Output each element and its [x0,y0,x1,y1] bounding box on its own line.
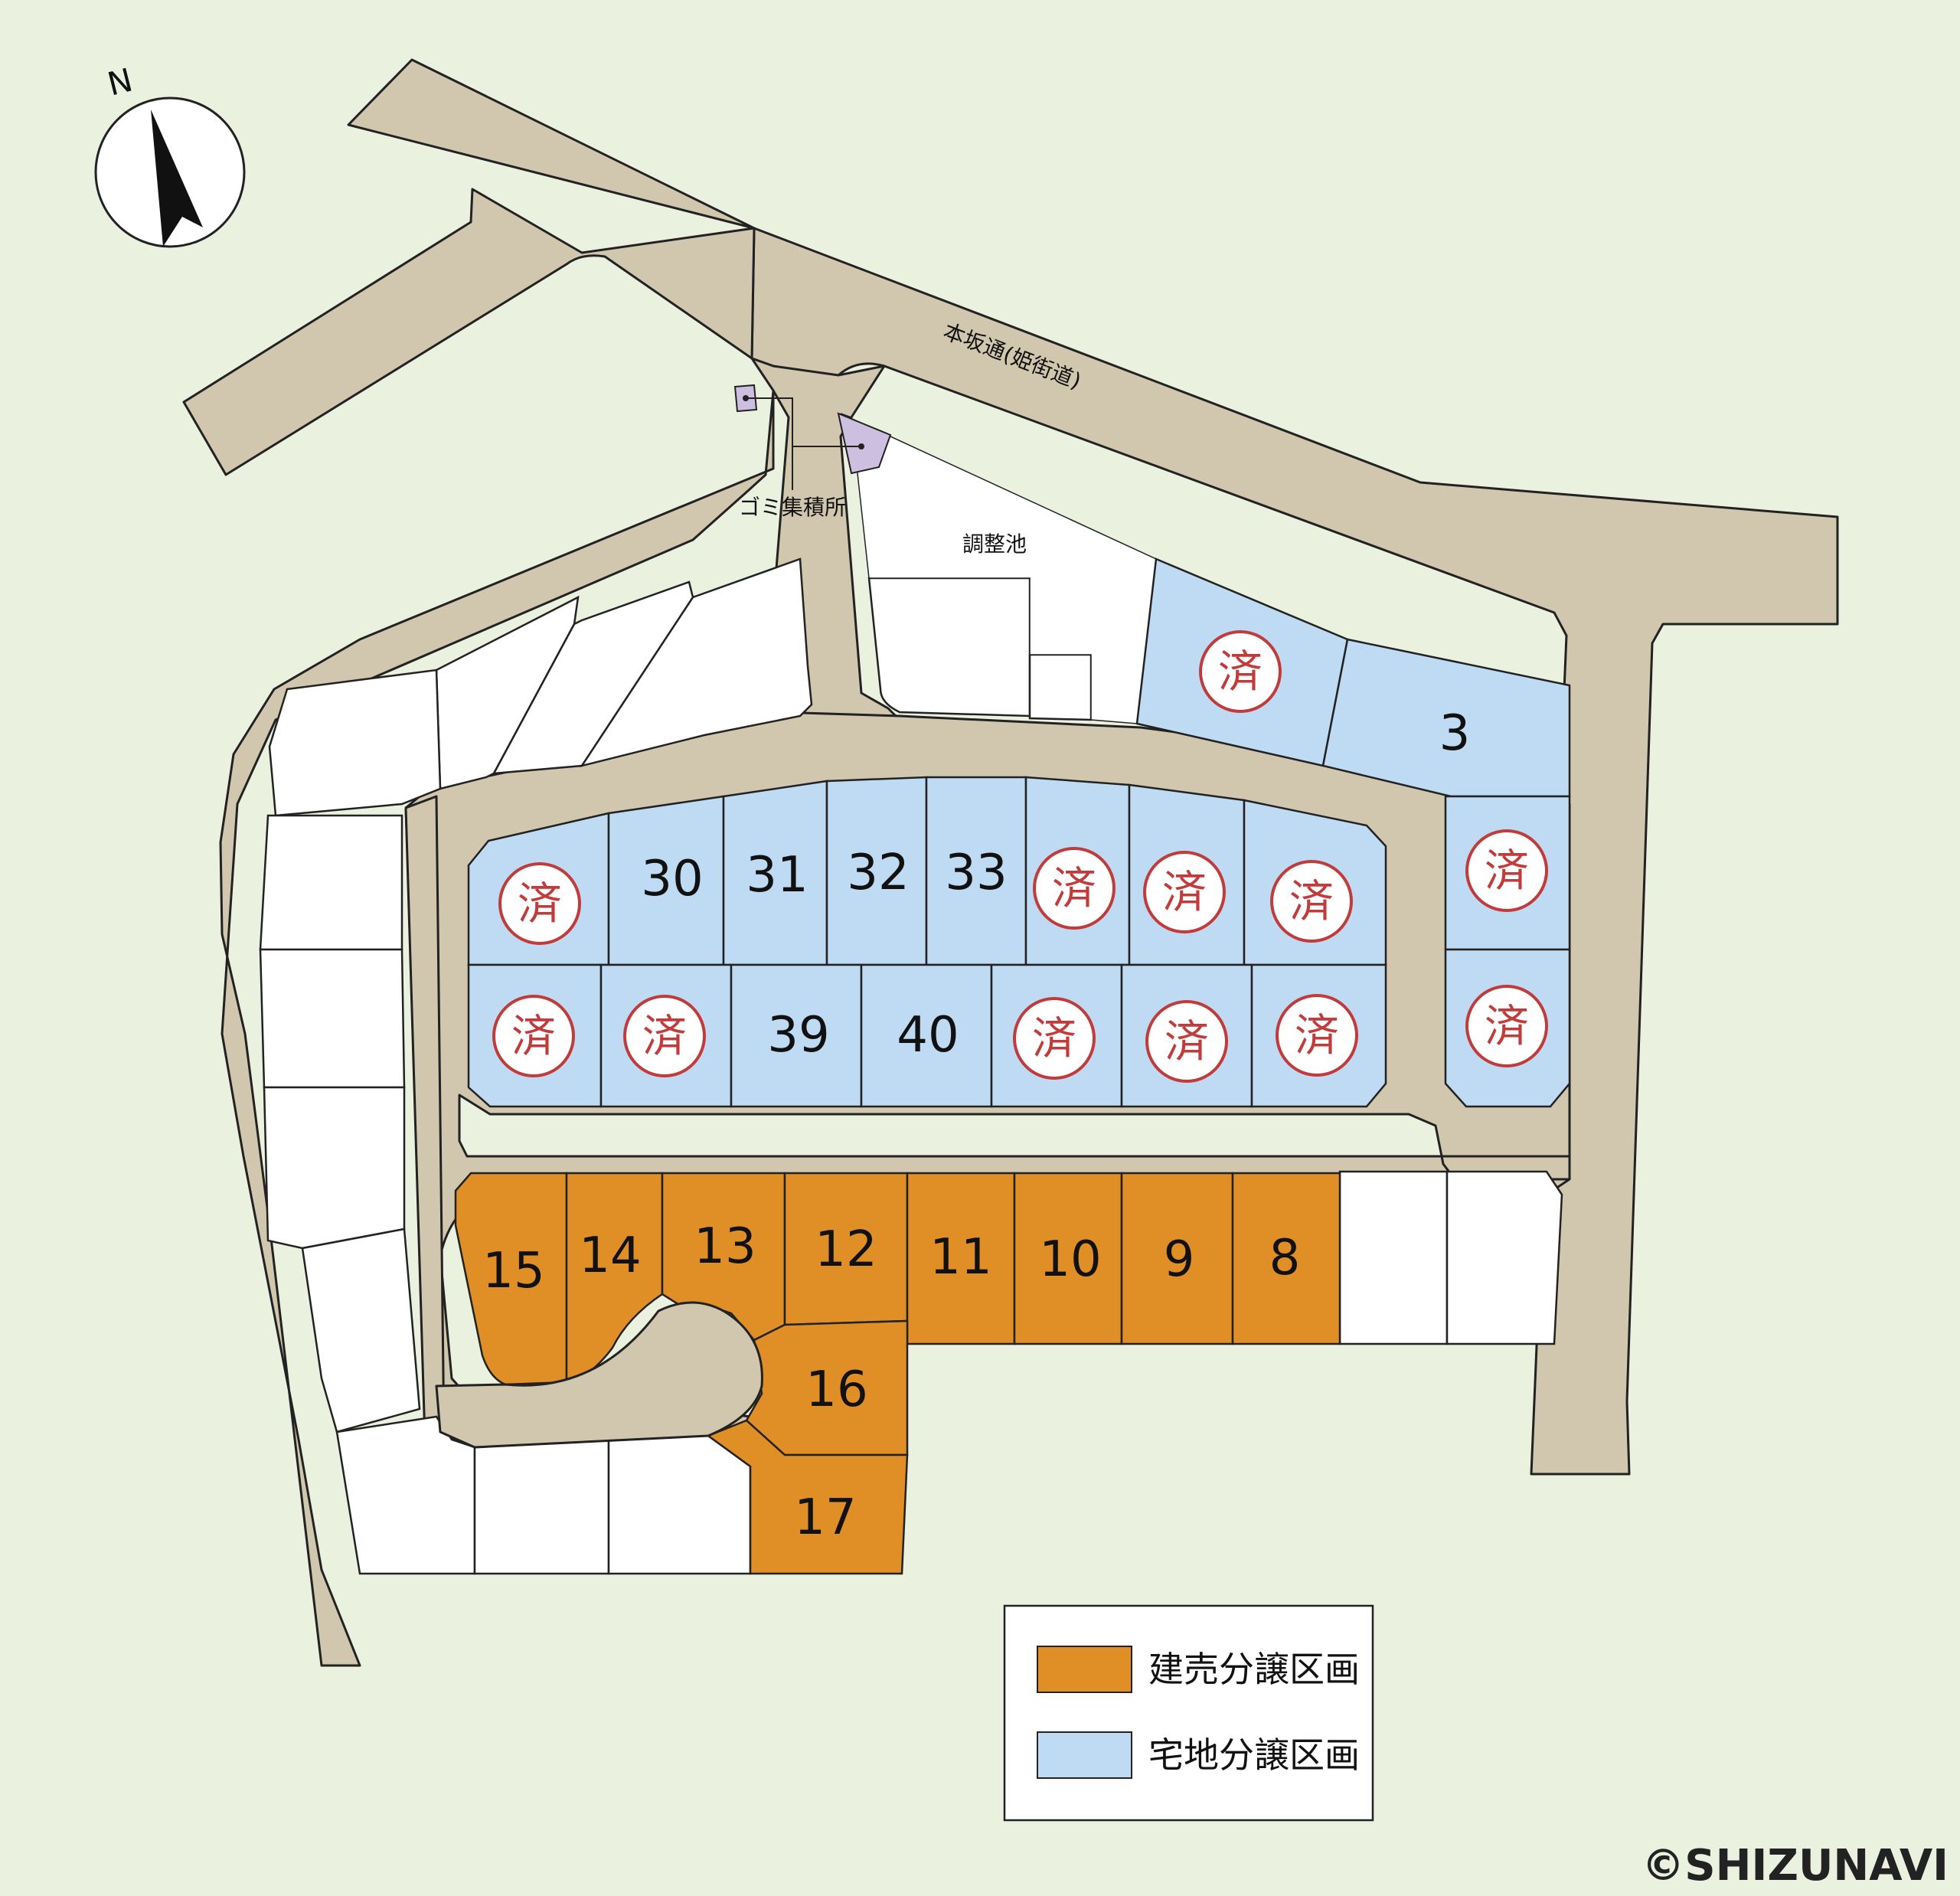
svg-text:済: 済 [518,878,562,930]
svg-text:済: 済 [1165,1015,1209,1067]
sold-stamps: 済 済 済 済 済 済 済 済 済 済 済 済 [492,630,1548,1083]
garbage-marker [743,395,749,401]
lot-house [706,1419,909,1575]
legend-label-house: 建売分譲区画 [1148,1649,1360,1690]
lot-number: 8 [1269,1230,1301,1286]
lot-number: 12 [815,1221,877,1278]
lot-other [1446,1170,1563,1345]
lot-number: 3 [1439,705,1471,762]
lot-other [301,1227,421,1433]
svg-text:済: 済 [1052,862,1096,914]
legend-swatch-land [1037,1731,1132,1779]
lot-other [1338,1170,1449,1345]
sold-stamp: 済 [1270,860,1353,943]
compass-label: N [104,61,136,103]
svg-text:済: 済 [511,1010,556,1062]
lot-house [1231,1172,1341,1345]
svg-text:済: 済 [1295,1009,1339,1061]
lot-number: 9 [1164,1231,1195,1288]
sold-stamp: 済 [1465,985,1548,1067]
sold-stamp: 済 [1199,630,1282,713]
svg-text:済: 済 [1218,646,1263,698]
svg-text:済: 済 [1289,875,1334,927]
svg-text:済: 済 [1032,1012,1076,1064]
loop-road [219,389,775,1667]
svg-text:済: 済 [642,1010,687,1062]
lot-other [263,1086,406,1250]
lot-other [473,1434,610,1575]
lot-number: 15 [482,1243,544,1299]
garbage-site-east [837,412,892,475]
lot-number: 40 [897,1007,959,1064]
lot-number: 16 [805,1362,867,1418]
house-lots [454,1172,1341,1575]
sold-stamp: 済 [623,995,706,1077]
garbage-leader-line [746,397,793,490]
lot-other [580,557,813,767]
lot-other [335,1415,476,1575]
pond-label: 調整池 [962,531,1027,557]
sold-stamp: 済 [1276,994,1358,1077]
svg-text:済: 済 [1485,1000,1529,1052]
sold-stamp: 済 [1465,829,1548,912]
north-compass: N [94,61,246,248]
legend-label-land: 宅地分譲区画 [1148,1734,1360,1776]
lot-number: 13 [694,1218,756,1275]
lot-numbers: 3 30 31 32 33 39 40 15 14 13 12 11 10 9 … [482,705,1470,1546]
lot-other [607,1434,752,1575]
sold-stamp: 済 [1013,997,1096,1080]
sold-stamp: 済 [1145,1000,1228,1083]
sold-stamp: 済 [1033,847,1116,930]
other-lots [259,557,1563,1575]
lot-other [259,814,403,951]
copyright-text: ©SHIZUNAVI [1642,1841,1949,1891]
lot-number: 14 [579,1227,641,1284]
legend-box [1003,1604,1374,1822]
lot-other [268,669,442,817]
lot-number: 31 [746,847,808,904]
sold-stamp: 済 [492,995,575,1077]
garbage-sites [733,384,892,490]
legend-swatch-house [1037,1646,1132,1693]
legend: 建売分譲区画 宅地分譲区画 [1003,1604,1374,1822]
lot-number: 33 [945,845,1007,901]
lot-other [1028,653,1093,721]
garbage-label: ゴミ集積所 [739,495,846,520]
svg-text:済: 済 [1485,845,1529,897]
lot-number: 17 [794,1489,856,1546]
north-arrow-icon [151,110,203,247]
northwest-road [182,188,756,476]
lot-other [259,948,406,1089]
lot-other [867,577,1031,718]
lot-number: 32 [847,845,909,901]
svg-text:済: 済 [1162,866,1207,918]
lot-number: 10 [1039,1231,1101,1288]
lot-number: 11 [929,1229,991,1286]
sold-stamp: 済 [1143,851,1226,933]
sold-stamp: 済 [498,862,581,945]
cul-de-sac [435,1301,763,1449]
lot-number: 39 [767,1007,829,1064]
garbage-marker [858,443,864,449]
lot-number: 30 [641,851,703,907]
